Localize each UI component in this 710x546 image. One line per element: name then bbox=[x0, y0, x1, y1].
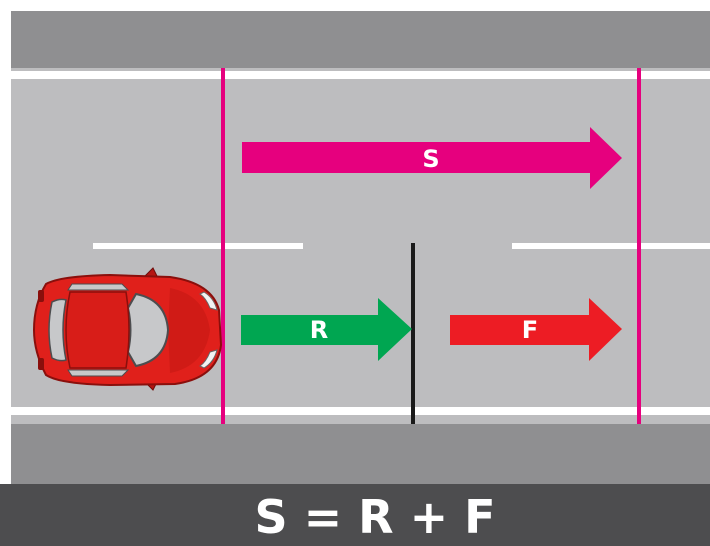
stopping-distance-label: S bbox=[422, 145, 439, 173]
car-headlight bbox=[199, 291, 218, 311]
car-rear-window bbox=[48, 298, 67, 362]
reaction-end-line bbox=[411, 243, 415, 424]
braking-distance-arrow bbox=[450, 298, 622, 361]
braking-distance-label: F bbox=[522, 316, 538, 344]
car-side-window bbox=[67, 283, 130, 291]
car bbox=[32, 267, 223, 391]
formula-footer bbox=[0, 484, 710, 546]
car-hood-shade bbox=[168, 288, 210, 373]
stopping-distance-formula: S = R + F bbox=[254, 490, 495, 544]
top-edge-line bbox=[11, 71, 710, 79]
bottom-edge-line bbox=[11, 407, 710, 415]
car-side-window bbox=[67, 369, 130, 377]
car-headlight bbox=[199, 349, 218, 369]
lower-shoulder bbox=[11, 424, 710, 484]
center-dash bbox=[512, 243, 710, 249]
car-roof bbox=[65, 291, 130, 369]
stopping-distance-arrow bbox=[242, 127, 622, 189]
reaction-distance-arrow bbox=[241, 298, 412, 361]
center-dash bbox=[93, 243, 303, 249]
reaction-distance-label: R bbox=[310, 316, 328, 344]
car-windshield bbox=[126, 292, 170, 368]
car-taillight bbox=[38, 290, 44, 302]
start-marker-line bbox=[221, 68, 225, 424]
stop-marker-line bbox=[637, 68, 641, 424]
upper-shoulder bbox=[11, 11, 710, 68]
car-taillight bbox=[38, 358, 44, 370]
